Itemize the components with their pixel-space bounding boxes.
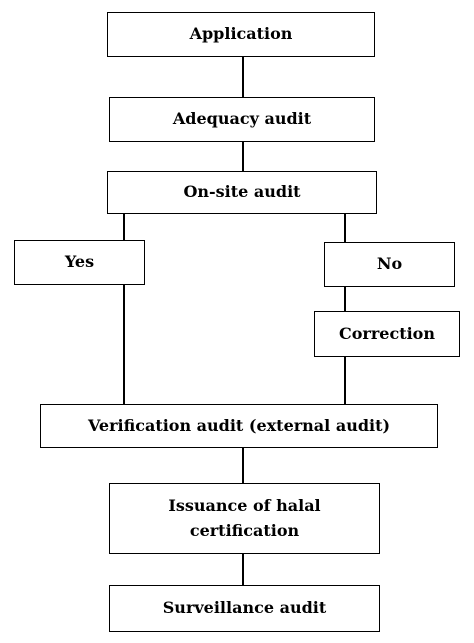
onsite-audit-label: On-site audit	[183, 182, 301, 202]
verification-audit-label: Verification audit (external audit)	[87, 415, 391, 435]
connector-no-correction	[344, 286, 346, 312]
no-box: No	[324, 242, 455, 287]
adequacy-audit-label: Adequacy audit	[172, 109, 312, 129]
verification-audit-box: Verification audit (external audit)	[40, 404, 438, 448]
connector-onsite-yes	[123, 213, 125, 241]
connector-yes-verification	[123, 284, 125, 405]
application-box: Application	[107, 12, 375, 57]
yes-label: Yes	[64, 252, 95, 272]
yes-box: Yes	[14, 240, 145, 285]
connector-issuance-surveillance	[242, 553, 244, 586]
issuance-label-line1: Issuance of halal	[168, 495, 321, 515]
application-label: Application	[189, 24, 293, 44]
connector-adequacy-onsite	[242, 141, 244, 172]
connector-onsite-no	[344, 213, 346, 243]
connector-correction-verification	[344, 356, 346, 405]
correction-label: Correction	[339, 323, 435, 343]
surveillance-audit-box: Surveillance audit	[109, 585, 380, 632]
onsite-audit-box: On-site audit	[107, 171, 377, 214]
adequacy-audit-box: Adequacy audit	[109, 97, 375, 142]
surveillance-audit-label: Surveillance audit	[162, 598, 327, 618]
connector-application-adequacy	[242, 56, 244, 98]
no-label: No	[376, 254, 403, 274]
issuance-label-line2: certification	[189, 520, 300, 540]
connector-verification-issuance	[242, 447, 244, 484]
correction-box: Correction	[314, 311, 460, 357]
issuance-box: Issuance of halal certification	[109, 483, 380, 554]
